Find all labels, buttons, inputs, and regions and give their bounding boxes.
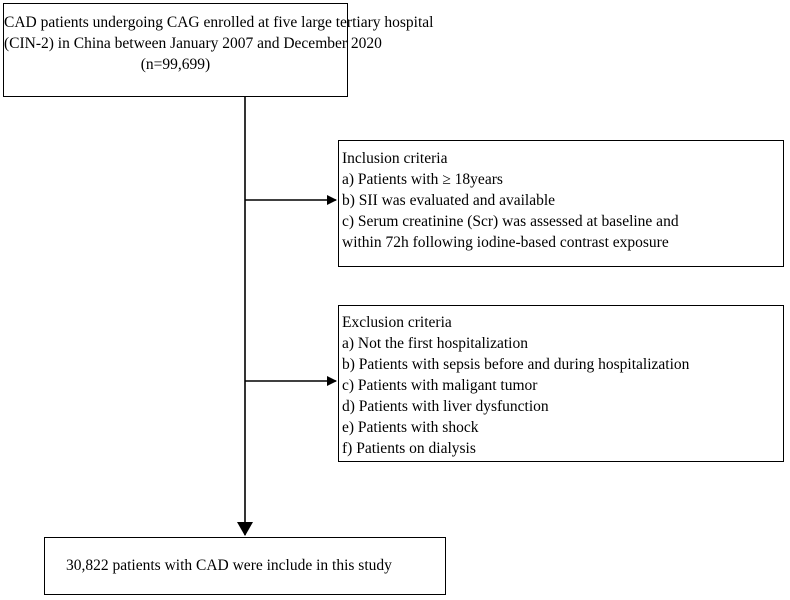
exclusion-criteria-box: Exclusion criteria a) Not the first hosp… [338,305,784,462]
final-cohort-text: 30,822 patients with CAD were include in… [66,557,392,574]
inclusion-item-c-cont: within 72h following iodine-based contra… [342,234,669,251]
exclusion-item-b: b) Patients with sepsis before and durin… [342,356,690,373]
inclusion-item-c: c) Serum creatinine (Scr) was assessed a… [342,213,679,230]
inclusion-item-a: a) Patients with ≥ 18years [342,171,503,188]
enrollment-line-1: CAD patients undergoing CAG enrolled at … [4,14,434,31]
final-cohort-box: 30,822 patients with CAD were include in… [44,537,446,595]
enrollment-count: (n=99,699) [140,56,211,73]
inclusion-title: Inclusion criteria [342,150,448,167]
inclusion-criteria-box: Inclusion criteria a) Patients with ≥ 18… [338,140,784,267]
exclusion-item-c: c) Patients with maligant tumor [342,377,538,394]
inclusion-item-b: b) SII was evaluated and available [342,192,556,209]
exclusion-item-f: f) Patients on dialysis [342,440,476,457]
exclusion-title: Exclusion criteria [342,314,452,331]
exclusion-item-d: d) Patients with liver dysfunction [342,398,549,415]
enrollment-box: CAD patients undergoing CAG enrolled at … [3,3,434,97]
enrollment-line-2: (CIN-2) in China between January 2007 an… [4,35,382,52]
exclusion-item-a: a) Not the first hospitalization [342,335,528,352]
exclusion-item-e: e) Patients with shock [342,419,479,436]
